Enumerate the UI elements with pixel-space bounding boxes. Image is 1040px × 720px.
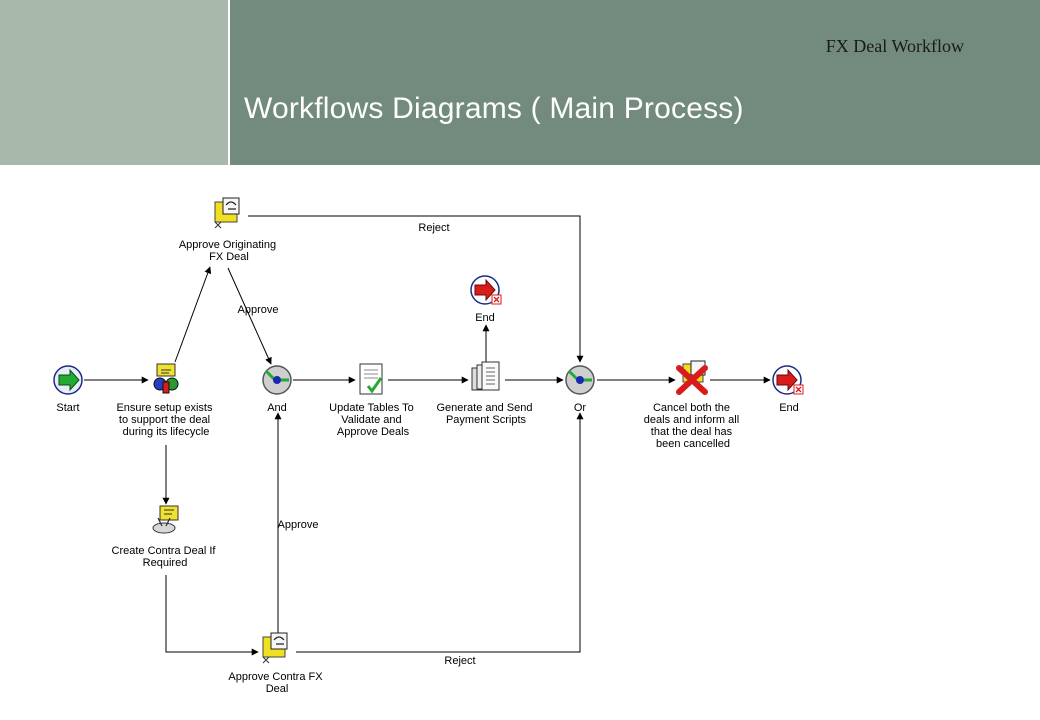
function-icon[interactable] (153, 363, 179, 394)
edge-label-approve-contra: Approve (278, 519, 319, 531)
node-label-update: Update Tables To Validate and Approve De… (329, 402, 417, 438)
node-label-generate: Generate and Send Payment Scripts (436, 402, 535, 426)
document-check-icon[interactable] (359, 363, 383, 395)
header-bar: FX Deal Workflow Workflows Diagrams ( Ma… (230, 0, 1040, 165)
edge-label-approve-orig: Approve (238, 304, 279, 316)
node-label-approve-orig: Approve Originating FX Deal (179, 239, 279, 263)
documents-icon[interactable] (471, 361, 500, 391)
header-side-panel (0, 0, 228, 165)
edge-label-reject-top: Reject (418, 222, 449, 234)
node-label-approve-contra: Approve Contra FX Deal (228, 671, 325, 695)
edge-create-contra-approve-contra (165, 575, 259, 656)
function-icon[interactable] (152, 505, 179, 534)
node-label-cancel: Cancel both the deals and inform all tha… (644, 402, 742, 450)
node-label-end-right: End (779, 402, 799, 414)
edge-approve-orig-and (227, 267, 272, 365)
edges (84, 215, 771, 656)
or-icon[interactable] (565, 365, 595, 395)
start-icon[interactable] (53, 365, 83, 395)
notification-icon[interactable] (214, 197, 240, 229)
node-label-and: And (267, 402, 287, 414)
page-title: Workflows Diagrams ( Main Process) (244, 92, 744, 125)
and-icon[interactable] (262, 365, 292, 395)
end-icon[interactable] (772, 365, 804, 395)
node-label-end-top: End (475, 312, 495, 324)
node-label-or: Or (574, 402, 587, 414)
edge-reject-top (248, 215, 584, 363)
node-label-start: Start (56, 402, 79, 414)
cancel-notification-icon[interactable] (676, 360, 708, 395)
edge-ensure-approve-orig (174, 266, 212, 363)
notification-icon[interactable] (262, 632, 288, 664)
edge-reject-bottom (296, 412, 584, 653)
node-label-create-contra: Create Contra Deal If Required (112, 545, 219, 569)
brand-label: FX Deal Workflow (825, 36, 964, 56)
end-icon[interactable] (470, 275, 502, 305)
node-label-ensure: Ensure setup exists to support the deal … (116, 402, 215, 438)
edge-label-reject-bottom: Reject (444, 655, 475, 667)
